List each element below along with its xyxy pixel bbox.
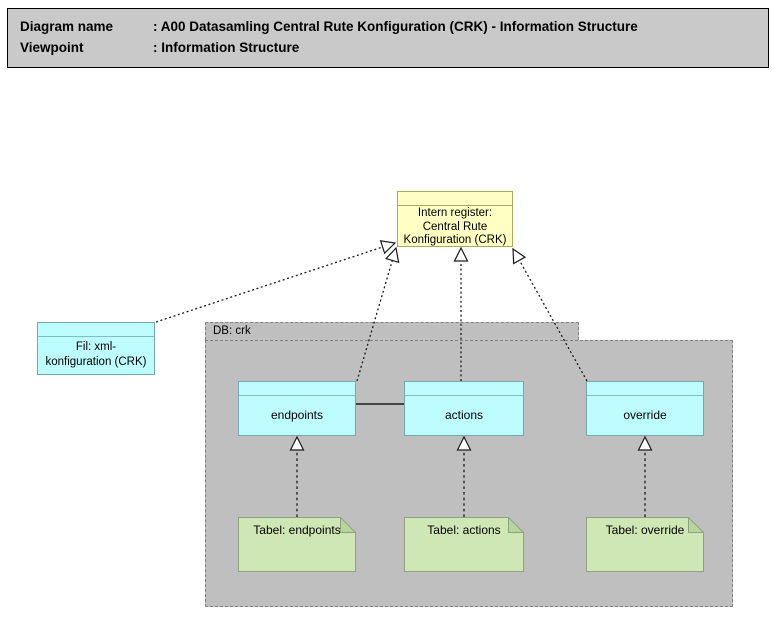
note-tabel-actions-label: Tabel: actions [427,523,501,537]
node-override-label: override [623,408,667,422]
realization-fil-to-register [155,240,397,323]
note-tabel-endpoints-label: Tabel: endpoints [253,523,341,537]
note-fold-icon [508,517,524,533]
node-actions[interactable]: actions [404,381,524,436]
note-tabel-actions[interactable]: Tabel: actions [404,517,524,572]
note-tabel-override[interactable]: Tabel: override [586,517,704,572]
diagram-title-block: Diagram name : A00 Datasamling Central Ru… [7,8,769,68]
node-override-compartment [587,382,703,396]
node-fil-xml-konfiguration[interactable]: Fil: xml- konfiguration (CRK) [37,322,155,375]
viewpoint-row: Viewpoint : Information Structure [20,37,760,58]
node-endpoints[interactable]: endpoints [238,381,356,436]
diagram-name-label: Diagram name [20,19,114,34]
group-db-crk-label: DB: crk [213,325,251,337]
node-override[interactable]: override [586,381,704,436]
note-tabel-endpoints[interactable]: Tabel: endpoints [238,517,356,572]
node-endpoints-label: endpoints [270,408,324,422]
node-actions-compartment [405,382,523,396]
node-actions-label: actions [444,408,484,422]
note-fold-icon [340,517,356,533]
node-intern-register[interactable]: Intern register: Central Rute Konfigurat… [397,191,513,247]
node-intern-register-compartment [398,192,512,206]
note-fold-icon [688,517,704,533]
node-intern-register-label: Intern register: Central Rute Konfigurat… [403,207,507,246]
diagram-name-value: : A00 Datasamling Central Rute Konfigura… [153,19,638,34]
viewpoint-value: : Information Structure [153,40,300,55]
group-db-crk-tab[interactable]: DB: crk [205,322,579,340]
diagram-name-row: Diagram name : A00 Datasamling Central Ru… [20,16,760,37]
node-fil-xml-compartment [38,323,154,337]
note-tabel-override-label: Tabel: override [605,523,685,537]
node-fil-xml-label: Fil: xml- konfiguration (CRK) [45,341,147,368]
viewpoint-label: Viewpoint [20,40,84,55]
node-endpoints-compartment [239,382,355,396]
